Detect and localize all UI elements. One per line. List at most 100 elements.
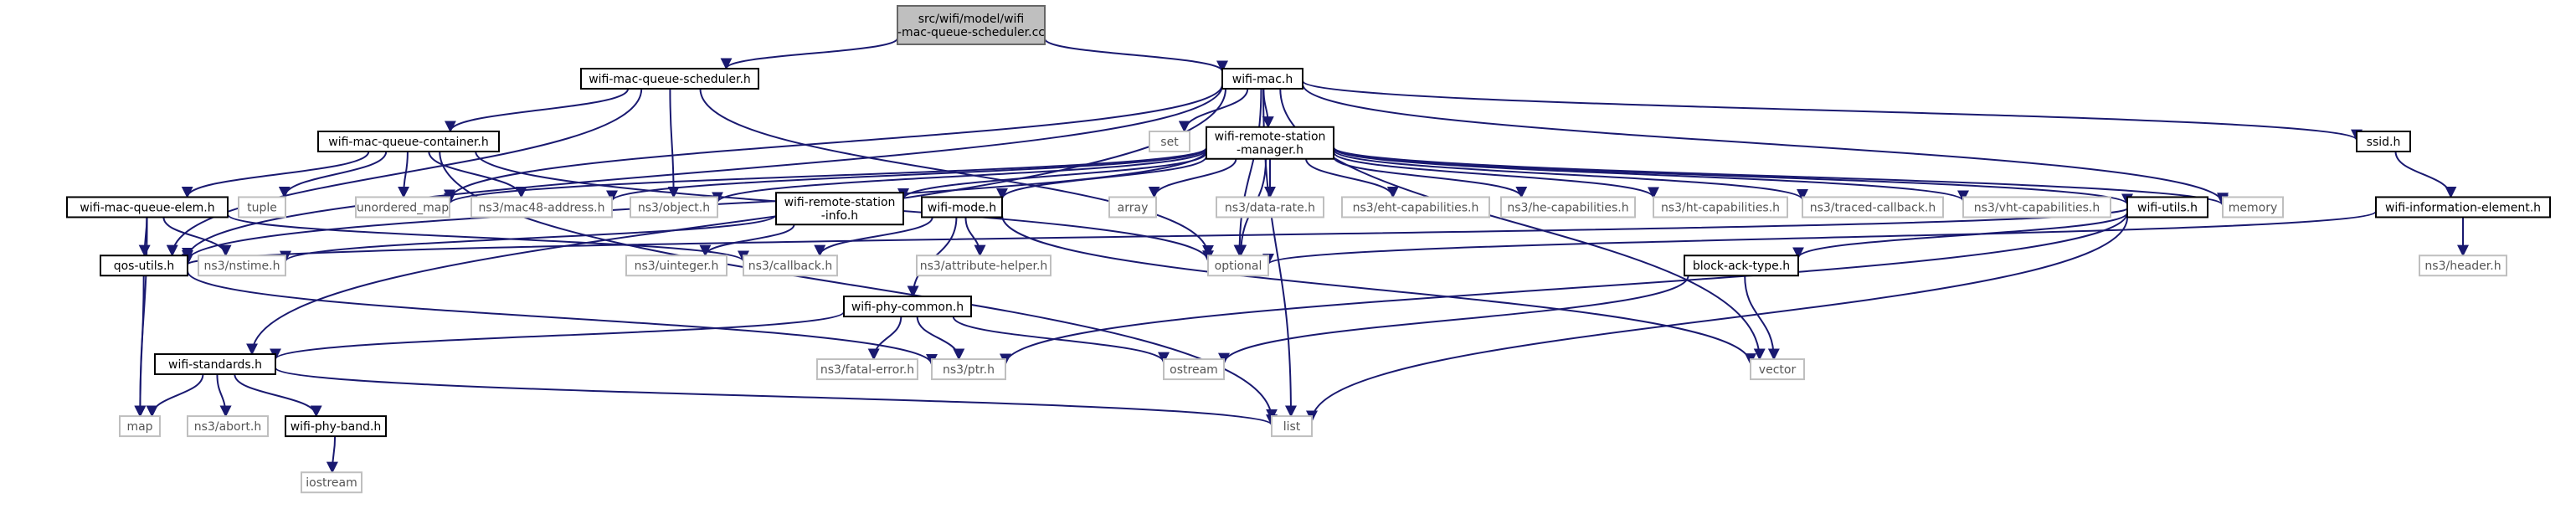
node-bat[interactable]: block-ack-type.h [1684,254,1799,277]
node-ptr-label-0: ns3/ptr.h [943,363,995,377]
node-std-box [154,352,276,375]
node-umap: unordered_map [355,196,450,219]
node-ssid[interactable]: ssid.h [2356,130,2411,152]
node-band[interactable]: wifi-phy-band.h [285,415,387,438]
edge-elem-to-cb [227,213,749,263]
node-mode[interactable]: wifi-mode.h [921,196,1003,219]
node-tuple-box [238,196,286,219]
node-vhtcap-label-0: ns3/vht-capabilities.h [1974,201,2100,214]
node-root[interactable]: src/wifi/model/wifi-mac-queue-scheduler.… [897,4,1046,45]
edge-mode-to-cb [814,217,933,257]
edge-wmac-to-optional [1233,88,1262,257]
node-iostream-label-0: iostream [306,476,357,490]
node-bat-label-0: block-ack-type.h [1693,260,1790,273]
node-nstime: ns3/nstime.h [198,254,286,277]
node-mac48-box [470,196,613,219]
node-vhtcap-box [1962,196,2111,219]
node-rsm-label-1: -manager.h [1237,144,1303,157]
node-phyc-box [843,296,972,318]
node-root-label-0: src/wifi/model/wifi [918,13,1025,26]
node-phyc[interactable]: wifi-phy-common.h [843,296,972,318]
node-drate-box [1216,196,1324,219]
node-sched-label-0: wifi-mac-queue-scheduler.h [589,73,751,86]
node-ehtcap: ns3/eht-capabilities.h [1341,196,1490,219]
edge-rsm-to-hecap [1333,156,1528,198]
node-mode-label-0: wifi-mode.h [928,201,996,214]
edge-wmac-to-std [246,88,1226,356]
node-ostream-box [1163,358,1225,381]
node-cb-box [743,254,838,277]
node-memory-label-0: memory [2229,201,2278,214]
edge-bat-to-vector [1744,275,1780,361]
node-qos[interactable]: qos-utils.h [100,254,188,277]
node-utils[interactable]: wifi-utils.h [2126,196,2208,219]
edge-phyc-to-ptr [916,316,965,361]
node-object-box [630,196,718,219]
node-root-label-1: -mac-queue-scheduler.cc [897,26,1045,39]
edge-rsm-to-object [712,149,1207,204]
edge-mode-to-vector [1001,214,1756,366]
node-attr: ns3/attribute-helper.h [916,254,1051,277]
edge-wmac-to-umap [444,84,1223,202]
edge-sched-to-object [667,88,680,198]
node-memory-box [2222,196,2284,219]
node-ssid-label-0: ssid.h [2367,136,2401,149]
node-infoel-label-0: wifi-information-element.h [2385,201,2541,214]
edge-ssid-to-infoel [2394,151,2457,198]
edge-rsm-to-memory [1333,146,2229,207]
node-rsm-label-0: wifi-remote-station [1215,131,1326,144]
node-set-box [1149,130,1190,152]
node-optional-label-0: optional [1215,260,1262,273]
node-tcb: ns3/traced-callback.h [1802,196,1944,219]
node-cont-label-0: wifi-mac-queue-container.h [328,136,488,149]
edge-wmac-to-vector [1279,88,1766,361]
edge-wmac-to-memory [1302,84,2229,205]
node-ehtcap-box [1341,196,1490,219]
node-fatal-label-0: ns3/fatal-error.h [820,363,914,377]
node-rsm[interactable]: wifi-remote-station-manager.h [1206,126,1334,160]
node-qos-box [100,254,188,277]
node-memory: memory [2222,196,2284,219]
edge-sched-to-cont [445,88,630,133]
node-map-label-0: map [126,420,152,434]
edge-cont-to-tuple [278,151,388,198]
node-ostream: ostream [1163,358,1225,381]
nodes-layer: src/wifi/model/wifi-mac-queue-scheduler.… [66,4,2551,494]
node-phyc-label-0: wifi-phy-common.h [851,301,964,314]
node-ssid-box [2356,130,2411,152]
node-qos-label-0: qos-utils.h [114,260,175,273]
node-ehtcap-label-0: ns3/eht-capabilities.h [1353,201,1479,214]
node-wmac[interactable]: wifi-mac.h [1221,67,1303,90]
node-nshdr-box [2419,254,2507,277]
edge-qos-to-ptr [187,270,938,366]
node-nshdr: ns3/header.h [2419,254,2507,277]
node-std[interactable]: wifi-standards.h [154,352,276,375]
node-hecap: ns3/he-capabilities.h [1500,196,1636,219]
node-nstime-label-0: ns3/nstime.h [204,260,280,273]
node-object: ns3/object.h [630,196,718,219]
node-iostream: iostream [301,471,362,494]
node-sched[interactable]: wifi-mac-queue-scheduler.h [580,67,759,90]
node-htcap-label-0: ns3/ht-capabilities.h [1661,201,1780,214]
edge-infoel-to-optional [1262,210,2377,265]
node-nshdr-label-0: ns3/header.h [2424,260,2501,273]
node-rsi[interactable]: wifi-remote-station-info.h [775,192,904,226]
node-mode-box [921,196,1003,219]
node-tcb-box [1802,196,1944,219]
node-drate-label-0: ns3/data-rate.h [1225,201,1315,214]
node-std-label-0: wifi-standards.h [168,358,262,372]
node-cont-box [317,130,500,152]
node-attr-box [916,254,1051,277]
edge-std-to-list [275,367,1278,427]
node-attr-label-0: ns3/attribute-helper.h [920,260,1048,273]
node-infoel[interactable]: wifi-information-element.h [2375,196,2551,219]
node-abort-box [187,415,269,438]
node-elem[interactable]: wifi-mac-queue-elem.h [66,196,229,219]
edge-rsi-to-uint [699,224,795,257]
node-hecap-box [1500,196,1636,219]
node-vector: vector [1750,358,1805,381]
edge-rsm-to-array [1148,158,1237,198]
node-mac48-label-0: ns3/mac48-address.h [479,201,605,214]
node-cont[interactable]: wifi-mac-queue-container.h [317,130,500,152]
